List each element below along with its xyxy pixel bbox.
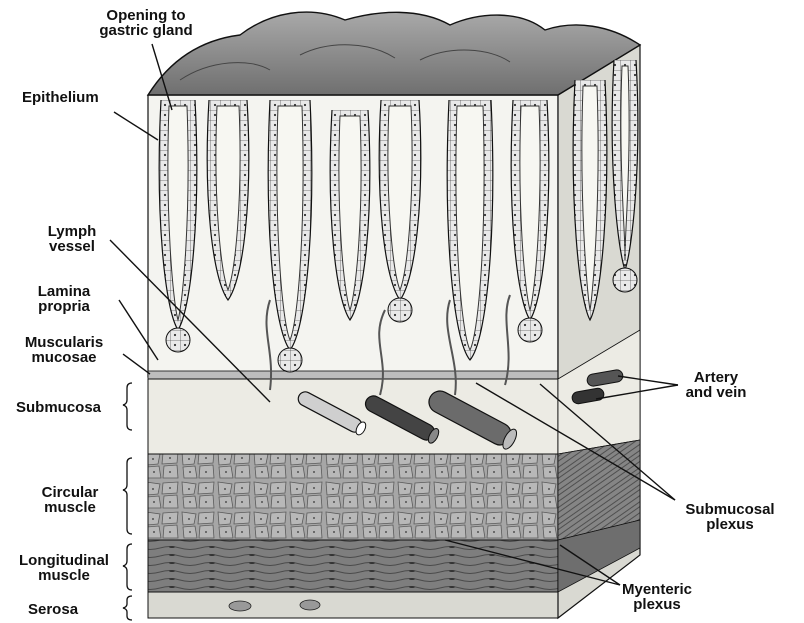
- submucosa-line-1: Submucosa: [16, 399, 102, 416]
- epithelium-line-1: Epithelium: [22, 89, 99, 106]
- muscularis-mucosae-layer: [148, 371, 558, 379]
- serosa-layer: [148, 592, 558, 618]
- artery-and-vein-line-2: and vein: [686, 384, 747, 401]
- serosa-cell: [229, 601, 251, 611]
- brace-longitudinal-muscle: [123, 544, 132, 590]
- layer-braces: [123, 383, 132, 620]
- opening-gastric-gland-line-2: gastric gland: [99, 22, 192, 39]
- lymph-vessel-line-2: vessel: [49, 238, 95, 255]
- circular-muscle-line-2: muscle: [44, 499, 96, 516]
- gland-base: [613, 268, 637, 292]
- serosa-cell: [300, 600, 320, 610]
- label-serosa: Serosa: [28, 601, 79, 618]
- label-epithelium: Epithelium: [22, 89, 99, 106]
- myenteric-plexus-line-2: plexus: [633, 596, 681, 613]
- gland-base: [166, 328, 190, 352]
- longitudinal-muscle-line-2: muscle: [38, 567, 90, 584]
- muscularis-mucosae-line-2: mucosae: [31, 349, 96, 366]
- gland-base: [278, 348, 302, 372]
- circular-muscle-layer: [148, 454, 558, 540]
- brace-serosa: [123, 596, 132, 620]
- lamina-propria-line-2: propria: [38, 298, 90, 315]
- label-submucosa: Submucosa: [16, 399, 102, 416]
- gland-base: [388, 298, 412, 322]
- leader-muscularis-mucosae: [123, 354, 150, 374]
- brace-submucosa: [123, 383, 132, 430]
- submucosal-plexus-line-2: plexus: [706, 516, 754, 533]
- serosa-line-1: Serosa: [28, 601, 79, 618]
- mucosal-surface: [148, 12, 640, 95]
- gland-base: [518, 318, 542, 342]
- brace-circular-muscle: [123, 458, 132, 534]
- longitudinal-muscle-layer: [148, 540, 558, 592]
